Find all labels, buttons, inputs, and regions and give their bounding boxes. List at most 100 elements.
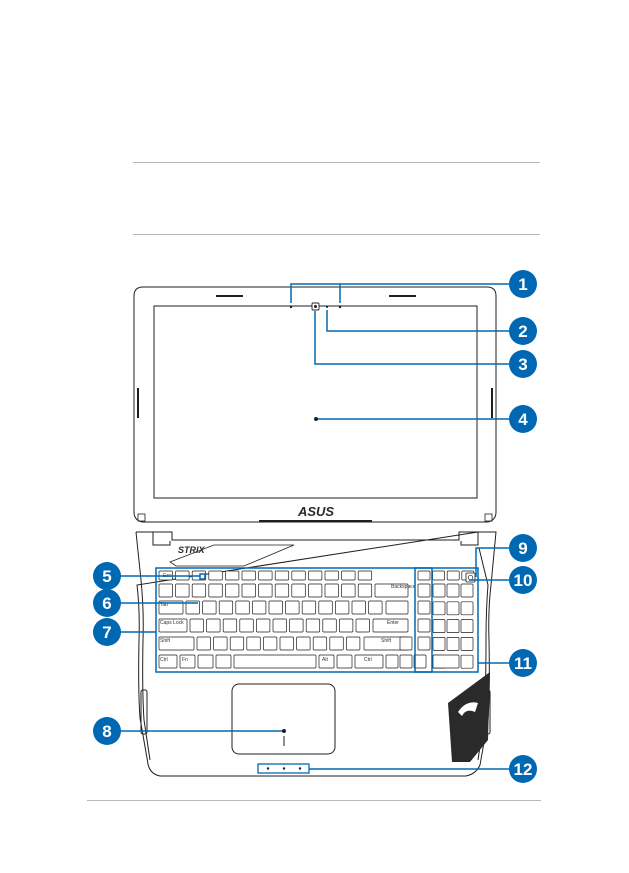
key xyxy=(341,583,356,598)
key xyxy=(322,618,337,633)
numpad-zero-key xyxy=(432,654,460,669)
backspace-key-label: Backspace xyxy=(391,584,416,590)
asus-logo: ASUS xyxy=(297,504,334,519)
key xyxy=(355,618,370,633)
key xyxy=(289,618,304,633)
function-key xyxy=(357,570,373,581)
key xyxy=(252,600,267,615)
key xyxy=(185,600,200,615)
key xyxy=(308,583,323,598)
key xyxy=(258,583,273,598)
key xyxy=(218,600,234,615)
strix-logo: STRIX xyxy=(178,545,206,555)
menu-key xyxy=(336,654,353,669)
numpad-key xyxy=(460,654,474,669)
tab-key xyxy=(158,600,184,615)
numpad-key xyxy=(432,583,446,598)
function-key xyxy=(225,570,240,581)
arrow-up-key xyxy=(399,636,413,651)
keyboard xyxy=(158,570,475,669)
footer-divider xyxy=(87,800,541,801)
svg-text:9: 9 xyxy=(518,539,527,558)
svg-text:3: 3 xyxy=(518,355,527,374)
callout-badge-6: 6 xyxy=(93,589,121,617)
key xyxy=(206,618,221,633)
microphone-left xyxy=(289,305,293,309)
backslash-key xyxy=(385,600,409,615)
function-key xyxy=(258,570,273,581)
pgdn-key xyxy=(417,618,431,633)
power-status-icon xyxy=(266,767,270,770)
tab-key-label: Tab xyxy=(160,602,168,608)
svg-text:2: 2 xyxy=(518,322,527,341)
ctrl-left-key xyxy=(158,654,178,669)
key xyxy=(263,636,278,651)
windows-key xyxy=(197,654,214,669)
key xyxy=(213,636,228,651)
key xyxy=(175,583,190,598)
home-key xyxy=(417,583,431,598)
numpad-key xyxy=(446,637,460,651)
fn-key xyxy=(179,654,196,669)
rog-logo-icon xyxy=(458,702,478,716)
key xyxy=(324,583,339,598)
callout-badge-8: 8 xyxy=(93,717,121,745)
numpad-key xyxy=(446,619,460,633)
numpad-key xyxy=(446,601,460,616)
key xyxy=(202,600,217,615)
alt-right-key xyxy=(318,654,335,669)
numpad-key xyxy=(446,583,460,598)
key xyxy=(346,636,361,651)
svg-text:11: 11 xyxy=(514,654,532,673)
callout-badge-12: 12 xyxy=(509,755,537,783)
top-divider xyxy=(133,162,540,163)
caps-lock-key xyxy=(158,618,188,633)
arrow-down-key xyxy=(399,654,413,669)
microphone-right xyxy=(338,305,342,309)
function-key xyxy=(208,570,223,581)
drive-activity-icon xyxy=(298,767,302,770)
svg-text:1: 1 xyxy=(518,275,527,294)
callout-badge-3: 3 xyxy=(509,350,537,378)
key xyxy=(272,618,287,633)
backspace-key xyxy=(374,583,409,598)
ctrl-right-key xyxy=(354,654,384,669)
key xyxy=(368,600,383,615)
svg-text:5: 5 xyxy=(102,567,111,586)
svg-text:4: 4 xyxy=(518,410,528,429)
key xyxy=(196,636,211,651)
key xyxy=(305,618,321,633)
key xyxy=(158,583,173,598)
key xyxy=(291,583,306,598)
key xyxy=(279,636,294,651)
pgup-key xyxy=(417,600,431,615)
key xyxy=(351,600,366,615)
callout-badge-4: 4 xyxy=(509,405,537,433)
key xyxy=(296,636,311,651)
function-key xyxy=(417,570,431,581)
arrow-left-key xyxy=(385,654,399,669)
function-key xyxy=(432,570,445,581)
camera-indicator-icon xyxy=(326,306,328,308)
key xyxy=(246,636,261,651)
key xyxy=(274,583,290,598)
key xyxy=(235,600,250,615)
key xyxy=(208,583,223,598)
svg-text:8: 8 xyxy=(102,722,111,741)
callout-badge-10: 10 xyxy=(509,566,537,594)
shift-left-key xyxy=(158,636,195,651)
touchpad[interactable] xyxy=(231,683,336,755)
arrow-right-key xyxy=(413,654,427,669)
function-key xyxy=(274,570,290,581)
svg-text:10: 10 xyxy=(514,571,533,590)
touchpad-center-dot xyxy=(282,729,286,733)
hinge xyxy=(152,531,479,546)
enter-key-label: Enter xyxy=(387,620,399,626)
key xyxy=(318,600,333,615)
callout-badge-11: 11 xyxy=(509,649,537,677)
numpad-key xyxy=(460,637,474,651)
numpad-key xyxy=(460,619,474,633)
svg-text:12: 12 xyxy=(514,760,533,779)
numpad-key xyxy=(432,601,446,616)
